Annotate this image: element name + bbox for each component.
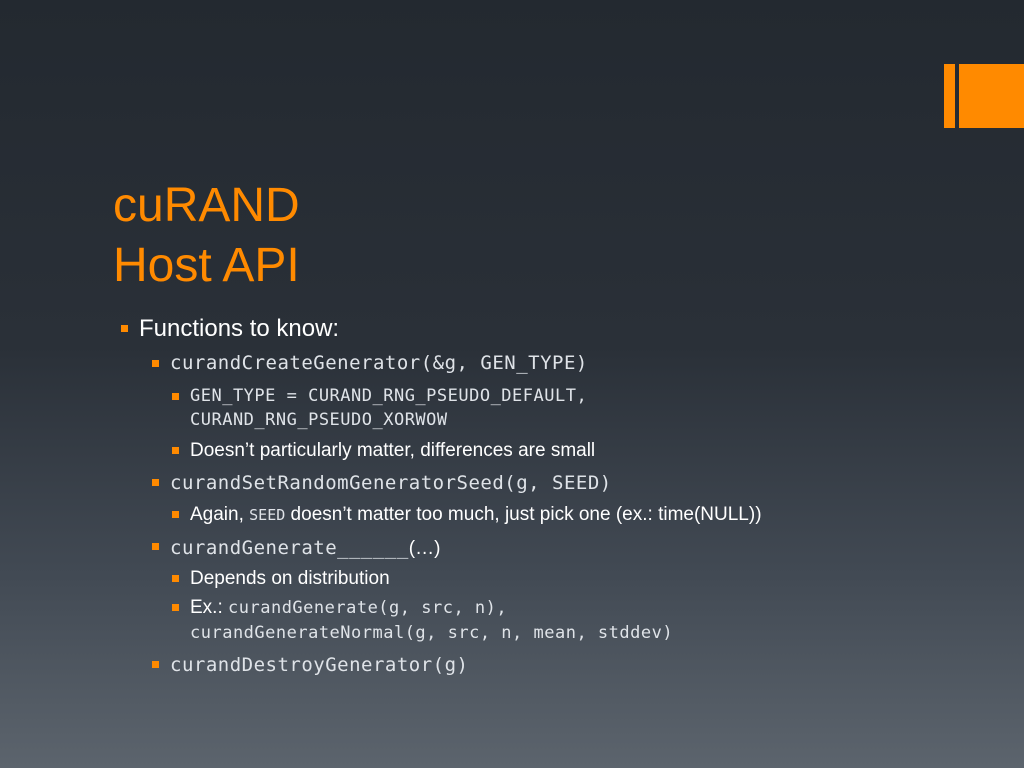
ex-code-line1: curandGenerate(g, src, n), xyxy=(228,598,508,618)
bullet-icon xyxy=(172,511,179,518)
accent-bar-thin xyxy=(944,64,955,128)
bullet-ex: Ex.: curandGenerate(g, src, n), xyxy=(190,597,507,619)
bullet-icon xyxy=(172,393,179,400)
generate-suffix: (…) xyxy=(408,538,441,559)
title-line-1: cuRAND xyxy=(113,179,300,232)
bullet-gen-type-line2: CURAND_RNG_PSEUDO_XORWOW xyxy=(190,410,448,430)
again-suffix: doesn’t matter too much, just pick one (… xyxy=(285,504,762,525)
bullet-functions: Functions to know: xyxy=(139,315,340,342)
bullet-icon xyxy=(121,325,128,332)
accent-bar-thick xyxy=(959,64,1024,128)
bullet-depends: Depends on distribution xyxy=(190,568,390,589)
bullet-icon xyxy=(152,360,159,367)
bullet-create-generator: curandCreateGenerator(&g, GEN_TYPE) xyxy=(170,352,588,374)
slide-title: cuRAND Host API xyxy=(113,176,300,296)
bullet-icon xyxy=(172,447,179,454)
bullet-destroy-generator: curandDestroyGenerator(g) xyxy=(170,654,469,676)
bullet-icon xyxy=(172,575,179,582)
bullet-set-seed: curandSetRandomGeneratorSeed(g, SEED) xyxy=(170,472,612,494)
ex-code-line2: curandGenerateNormal(g, src, n, mean, st… xyxy=(190,623,674,643)
ex-prefix: Ex.: xyxy=(190,597,229,618)
bullet-icon xyxy=(172,604,179,611)
bullet-generate: curandGenerate______(…) xyxy=(170,536,440,560)
again-code: SEED xyxy=(249,506,286,524)
bullet-icon xyxy=(152,543,159,550)
bullet-again: Again, SEED doesn’t matter too much, jus… xyxy=(190,504,762,526)
again-prefix: Again, xyxy=(190,504,250,525)
bullet-gen-type-line1: GEN_TYPE = CURAND_RNG_PSEUDO_DEFAULT, xyxy=(190,386,588,406)
bullet-doesnt-matter: Doesn’t particularly matter, differences… xyxy=(190,440,596,461)
title-line-2: Host API xyxy=(113,239,300,292)
generate-code: curandGenerate______ xyxy=(170,537,409,559)
bullet-icon xyxy=(152,661,159,668)
bullet-icon xyxy=(152,479,159,486)
